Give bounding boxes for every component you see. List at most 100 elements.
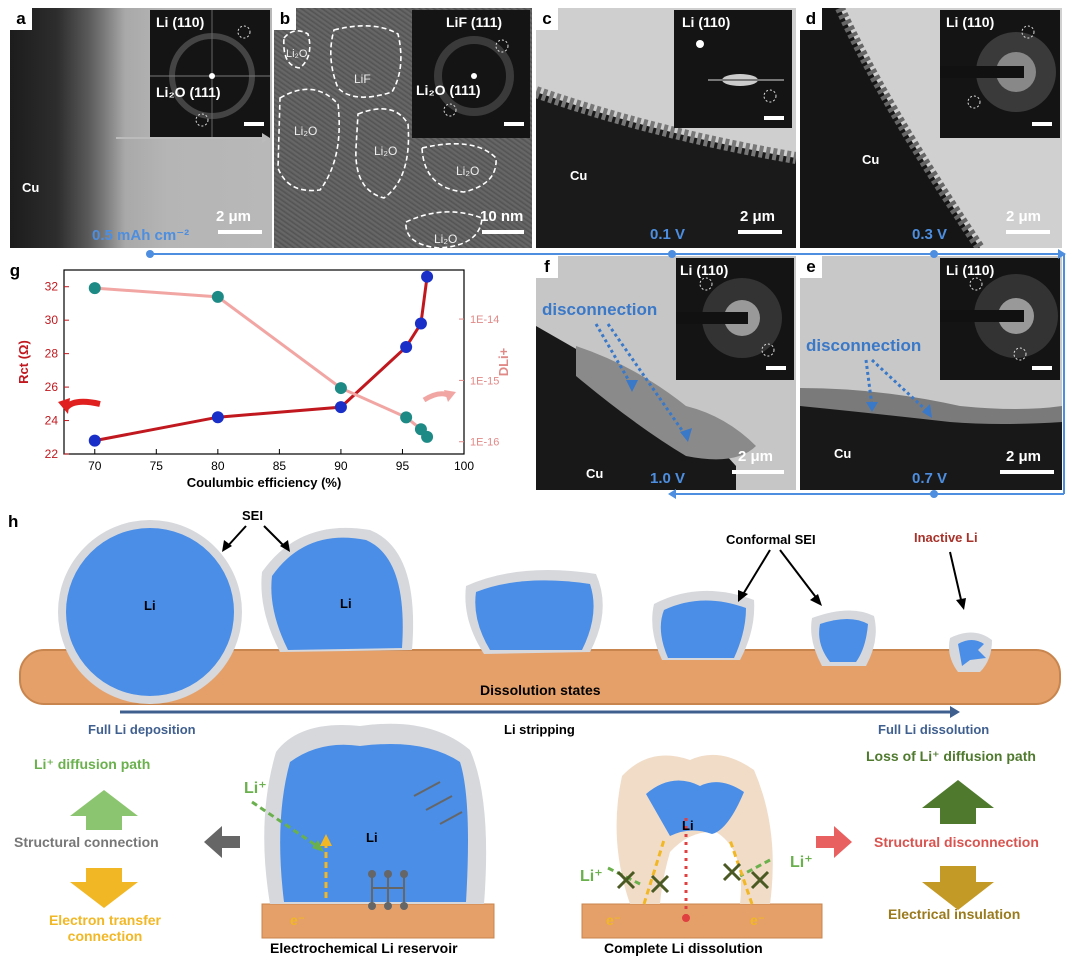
panel-e-tem-image: e disconnection Cu Li (110) 2 μm <box>800 256 1062 490</box>
inactive-li-label: Inactive Li <box>914 530 978 545</box>
panel-a-inset-li2o111: Li₂O (111) <box>156 84 221 100</box>
left-axis-indicator-head <box>58 398 70 414</box>
y2-tick-label: 1E-14 <box>470 314 499 326</box>
panel-flow-connectors <box>116 133 1066 499</box>
panel-c-voltage-label: 0.1 V <box>650 226 686 243</box>
y2-tick-label: 1E-16 <box>470 437 499 449</box>
panel-b-fft-inset: LiF (111) Li₂O (111) <box>412 10 530 138</box>
y-axis-title: Rct (Ω) <box>16 340 31 384</box>
x-tick-label: 95 <box>396 459 410 473</box>
panel-a-inset-scalebar <box>244 122 264 126</box>
panel-c-cu-label: Cu <box>570 168 588 183</box>
panel-f-voltage-label: 1.0 V <box>650 470 686 487</box>
series-0-point <box>421 270 434 283</box>
panel-b-scalebar: 10 nm <box>480 208 524 234</box>
diffusion-path-label: Li⁺ diffusion path <box>34 756 151 772</box>
loss-diffusion-label: Loss of Li⁺ diffusion path <box>866 748 1036 764</box>
panel-f-cu-label: Cu <box>586 466 604 481</box>
panel-e-scalebar-text: 2 μm <box>1006 448 1042 465</box>
series-0-line <box>94 276 429 443</box>
panel-a-inset-li110: Li (110) <box>156 14 205 30</box>
panel-e-scalebar: 2 μm <box>1000 448 1054 474</box>
panel-e-disconnection-label: disconnection <box>806 336 922 355</box>
dissolution-electron-left: e⁻ <box>606 912 622 928</box>
panel-e-cu-label: Cu <box>834 446 852 461</box>
li-particle-4 <box>660 600 746 658</box>
panel-b-diffraction-pattern <box>434 36 514 117</box>
panel-b-region-2: LiF <box>354 72 371 86</box>
panel-d-scalebar: 2 μm <box>1006 208 1050 234</box>
series-1-point <box>211 290 224 303</box>
panel-e-diffraction-pattern <box>940 274 1058 361</box>
full-deposition-label: Full Li deposition <box>88 722 196 737</box>
panel-a-scalebar: 2 μm <box>216 208 262 234</box>
full-dissolution-label: Full Li dissolution <box>878 722 990 737</box>
y2-tick-label: 1E-15 <box>470 375 499 387</box>
y2-axis-title: DLi+ <box>496 347 511 376</box>
dissolution-copper <box>581 903 823 939</box>
panel-g-label: g <box>4 260 26 282</box>
li-particle-3 <box>475 580 594 650</box>
y-tick-label: 28 <box>45 347 59 361</box>
x-tick-label: 80 <box>211 459 225 473</box>
panel-e-inset-scalebar <box>1032 366 1052 370</box>
panel-a-scalebar-text: 2 μm <box>216 208 252 225</box>
panel-e-disconnection-arrows <box>864 358 932 418</box>
conformal-sei-label: Conformal SEI <box>726 532 816 547</box>
series-0-point <box>334 401 347 414</box>
series-1-point <box>334 382 347 395</box>
panel-b-region-3: Li₂O <box>294 124 318 138</box>
panel-a-diffraction-pattern <box>150 10 270 138</box>
panel-d-scalebar-text: 2 μm <box>1006 208 1042 225</box>
panel-b-label: b <box>274 8 296 30</box>
panel-f-disconnection-arrows <box>594 323 692 442</box>
dissolution-li-plus-right: Li⁺ <box>790 854 813 871</box>
panel-d-cu-label: Cu <box>862 152 880 167</box>
panel-h-schematic-drawing <box>19 520 1061 939</box>
li-particle-1 <box>66 528 234 696</box>
x-tick-label: 85 <box>273 459 287 473</box>
series-0-point <box>414 317 427 330</box>
complete-dissolution-caption: Complete Li dissolution <box>604 940 763 956</box>
li-label-1: Li <box>144 598 156 613</box>
panel-e-saed-inset: Li (110) <box>940 258 1060 380</box>
panel-d-tem-image: d Cu Li (110) 2 μm <box>800 8 1062 248</box>
y-tick-label: 22 <box>45 447 59 461</box>
dissolved-li-label: Li <box>682 818 694 833</box>
x-tick-label: 70 <box>88 459 102 473</box>
panel-f-inset-scalebar <box>766 366 786 370</box>
li-stripping-label: Li stripping <box>504 722 575 737</box>
sei-label: SEI <box>242 508 263 523</box>
left-axis-indicator-arrow <box>63 398 101 411</box>
li-label-2: Li <box>340 596 352 611</box>
panel-f-diffraction-pattern <box>676 277 782 358</box>
electrical-insulation-label: Electrical insulation <box>888 906 1021 922</box>
panel-b-region-4: Li₂O <box>374 144 398 158</box>
panel-a-capacity-label: 0.5 mAh cm⁻² <box>92 227 190 244</box>
panel-f-scalebar-text: 2 μm <box>738 448 774 465</box>
reservoir-li-label: Li <box>366 830 378 845</box>
panel-e-voltage-label: 0.7 V <box>912 470 948 487</box>
reservoir-li-plus-label: Li⁺ <box>244 780 267 797</box>
panel-c-label: c <box>536 8 558 30</box>
structural-connection-label: Structural connection <box>14 834 159 850</box>
panel-b-inset-li2o111: Li₂O (111) <box>416 82 481 98</box>
panel-b-inset-lif111: LiF (111) <box>446 14 503 30</box>
y-tick-label: 24 <box>45 414 59 428</box>
series-1-point <box>400 411 413 424</box>
reservoir-electron-label: e⁻ <box>290 912 306 928</box>
series-1-point <box>421 430 434 443</box>
li-particle-6 <box>958 640 986 666</box>
panel-h-label: h <box>8 512 19 531</box>
panel-a-cu-label: Cu <box>22 180 40 195</box>
x-tick-label: 90 <box>334 459 348 473</box>
x-tick-label: 100 <box>454 459 474 473</box>
panel-e-inset-li110: Li (110) <box>946 262 995 278</box>
panel-c-inset-li110: Li (110) <box>682 14 731 30</box>
panel-e-label: e <box>800 256 822 278</box>
panel-c-scalebar: 2 μm <box>738 208 782 234</box>
reservoir-copper <box>261 903 495 939</box>
panel-d-saed-inset: Li (110) <box>940 10 1060 138</box>
panel-b-region-1: Li₂O <box>286 48 308 60</box>
